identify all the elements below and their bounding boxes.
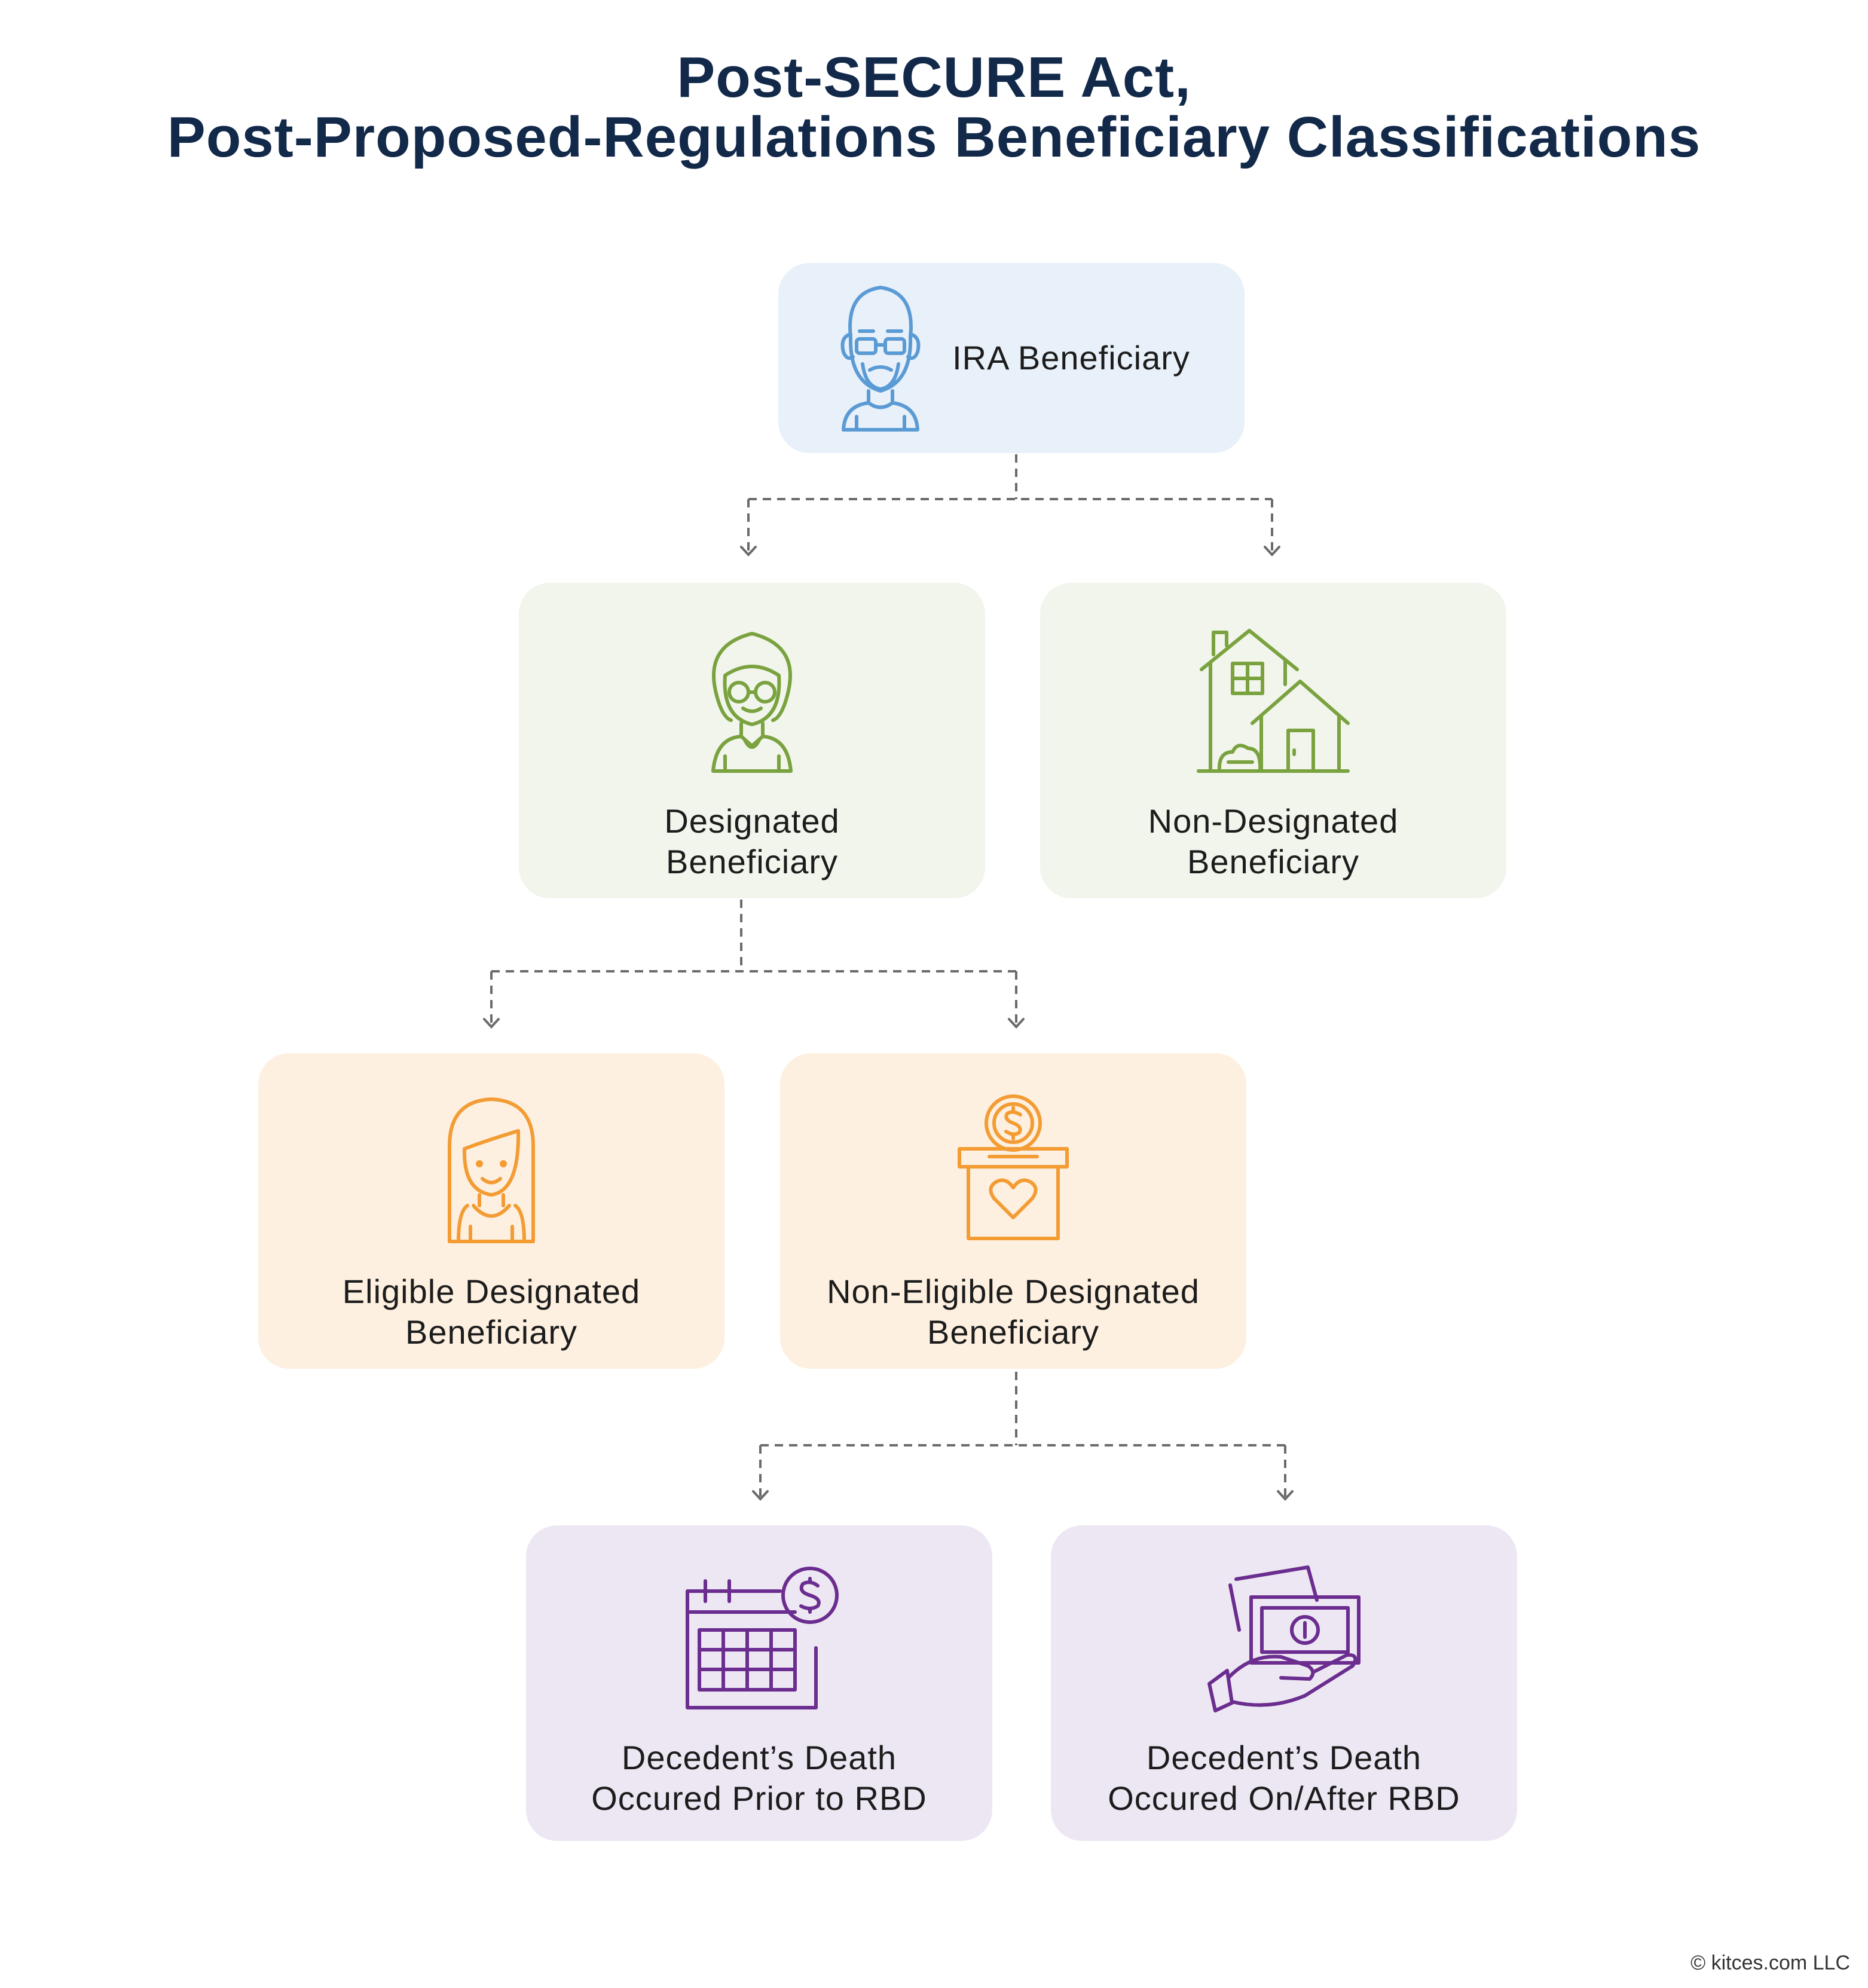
houses-icon: [1197, 629, 1350, 773]
woman-icon: [448, 1097, 535, 1243]
non-designated-beneficiary-box: Non-Designated Beneficiary: [1040, 583, 1506, 898]
ira-beneficiary-box: IRA Beneficiary: [778, 263, 1245, 453]
non-designated-beneficiary-line-1: Non-Designated: [1148, 802, 1399, 840]
ira-beneficiary-label: IRA Beneficiary: [952, 339, 1190, 377]
death-after-rbd-box: Decedent’s Death Occured On/After RBD: [1051, 1525, 1517, 1841]
designated-beneficiary-box: Designated Beneficiary: [519, 583, 985, 898]
grandmother-icon: [711, 632, 793, 773]
death-prior-rbd-box: Decedent’s Death Occured Prior to RBD: [526, 1525, 992, 1841]
non-eligible-designated-beneficiary-box: Non-Eligible Designated Beneficiary: [780, 1053, 1246, 1369]
death-prior-rbd-line-1: Decedent’s Death: [621, 1739, 897, 1776]
eligible-designated-beneficiary-box: Eligible Designated Beneficiary: [258, 1053, 724, 1369]
title-line-2: Post-Proposed-Regulations Beneficiary Cl…: [167, 105, 1701, 169]
donation-box-icon: [958, 1094, 1069, 1240]
death-prior-rbd-line-2: Occured Prior to RBD: [591, 1779, 927, 1817]
eligible-designated-beneficiary-line-2: Beneficiary: [405, 1313, 578, 1351]
eligible-designated-beneficiary-line-1: Eligible Designated: [342, 1273, 641, 1310]
designated-beneficiary-line-1: Designated: [664, 802, 840, 840]
death-after-rbd-line-1: Decedent’s Death: [1146, 1739, 1422, 1776]
death-after-rbd-line-2: Occured On/After RBD: [1108, 1779, 1460, 1817]
old-man-glasses-icon: [840, 286, 921, 432]
copyright: © kitces.com LLC: [1690, 1952, 1850, 1974]
non-eligible-designated-beneficiary-line-2: Beneficiary: [927, 1313, 1100, 1351]
non-designated-beneficiary-line-2: Beneficiary: [1187, 843, 1360, 880]
calendar-dollar-icon: [686, 1567, 839, 1709]
designated-beneficiary-line-2: Beneficiary: [665, 843, 839, 880]
non-eligible-designated-beneficiary-line-1: Non-Eligible Designated: [827, 1273, 1200, 1310]
title-line-1: Post-SECURE Act,: [677, 45, 1191, 109]
hand-money-icon: [1207, 1565, 1361, 1712]
